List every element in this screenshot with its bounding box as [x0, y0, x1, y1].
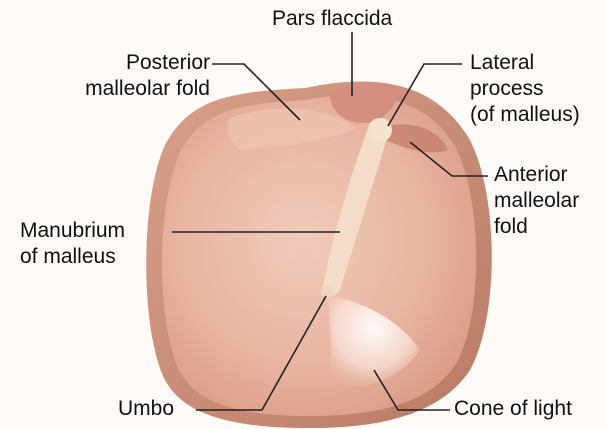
pars-flaccida-text: Pars flaccida: [272, 6, 392, 32]
label-manubrium-of-malleus: Manubrium of malleus: [20, 218, 125, 270]
label-lateral-process: Lateral process (of malleus): [470, 50, 580, 128]
manubrium-line1: Manubrium: [20, 218, 125, 244]
cone-of-light-text: Cone of light: [454, 396, 572, 422]
posterior-fold-line1: Posterior: [30, 50, 210, 76]
anterior-fold-line1: Anterior: [494, 162, 579, 188]
label-anterior-malleolar-fold: Anterior malleolar fold: [494, 162, 579, 240]
label-posterior-malleolar-fold: Posterior malleolar fold: [30, 50, 210, 102]
label-cone-of-light: Cone of light: [454, 396, 572, 422]
lateral-process-line2: process: [470, 76, 580, 102]
umbo-text: Umbo: [118, 396, 174, 422]
label-umbo: Umbo: [118, 396, 174, 422]
anterior-fold-line3: fold: [494, 214, 579, 240]
lateral-process-line3: (of malleus): [470, 102, 580, 128]
posterior-fold-line2: malleolar fold: [30, 76, 210, 102]
umbo-point: [321, 286, 333, 298]
label-pars-flaccida: Pars flaccida: [272, 6, 392, 32]
anterior-fold-line2: malleolar: [494, 188, 579, 214]
manubrium-line2: of malleus: [20, 244, 125, 270]
lateral-process: [368, 118, 392, 142]
lateral-process-line1: Lateral: [470, 50, 580, 76]
